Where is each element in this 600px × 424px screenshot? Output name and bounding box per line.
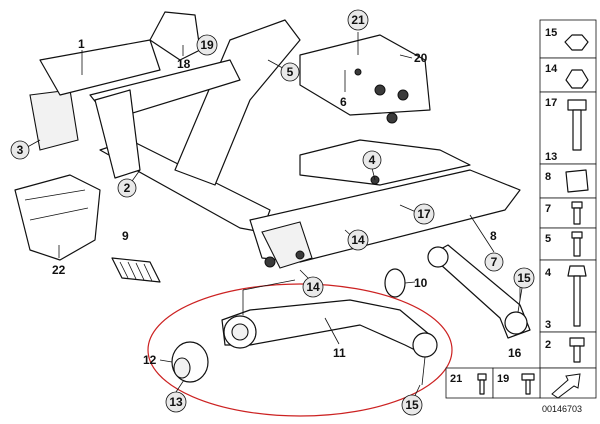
panel-label-7: 7 [545, 203, 551, 215]
callout-5-bubble [280, 62, 300, 82]
callout-21-bubble [347, 9, 369, 31]
callout-4: 4 [369, 153, 376, 167]
callout-19-bubble [196, 34, 218, 56]
callout-3: 3 [17, 143, 24, 157]
callout-22: 22 [52, 263, 66, 277]
fastener-panel: 15 14 17 13 8 7 5 4 3 2 [539, 19, 597, 399]
bottom-label-21: 21 [450, 373, 462, 385]
callout-15b: 15 [405, 398, 419, 412]
callout-5: 5 [287, 65, 294, 79]
underbody-shield [299, 34, 431, 124]
panel-label-14: 14 [545, 63, 558, 75]
panel-label-8: 8 [545, 171, 551, 183]
callout-11: 11 [333, 346, 346, 360]
panel-label-13: 13 [545, 151, 557, 163]
callout-13: 13 [169, 395, 183, 409]
callout-2-bubble [117, 178, 137, 198]
panel-label-17: 17 [545, 97, 557, 109]
callout-1: 1 [78, 37, 85, 51]
tension-strut [427, 244, 531, 339]
highlight-ring [147, 283, 453, 417]
callout-3-bubble [10, 140, 30, 160]
panel-cell-7 [539, 197, 597, 229]
bottom-fastener-panel: 21 19 [445, 367, 541, 399]
bracket-18 [149, 11, 201, 61]
callout-6: 6 [340, 95, 347, 109]
callouts: 1 2 3 4 5 6 7 8 9 10 11 12 13 14 14 15 1… [10, 9, 535, 416]
panel-label-2: 2 [545, 339, 551, 351]
panel-cell-4-3 [539, 259, 597, 333]
callout-20: 20 [414, 51, 428, 65]
callout-8: 8 [490, 229, 497, 243]
front-axle-carrier [29, 19, 521, 269]
panel-label-5: 5 [545, 233, 551, 245]
control-arm-11 [221, 299, 438, 386]
grille-plate-9 [111, 257, 161, 283]
panel-label-4: 4 [545, 267, 552, 279]
heat-shield-22 [14, 174, 101, 261]
callout-13-bubble [165, 391, 187, 413]
callout-14a: 14 [306, 280, 320, 294]
callout-14a-bubble [302, 276, 324, 298]
callout-14b: 14 [351, 233, 365, 247]
bottom-cell-19 [492, 367, 541, 399]
callout-19: 19 [200, 38, 214, 52]
callout-16: 16 [508, 346, 522, 360]
panel-label-3: 3 [545, 319, 551, 331]
diagram-reference: 00146703 [542, 404, 582, 414]
bush-12 [171, 341, 209, 383]
bottom-cell-21 [445, 367, 494, 399]
panel-label-15: 15 [545, 27, 557, 39]
callout-18: 18 [177, 57, 191, 71]
callout-15a: 15 [517, 271, 531, 285]
callout-2: 2 [124, 181, 131, 195]
callout-7-bubble [484, 252, 504, 272]
panel-cell-5 [539, 227, 597, 261]
callout-4-bubble [362, 150, 382, 170]
callout-12: 12 [143, 353, 157, 367]
callout-21: 21 [351, 13, 365, 27]
callout-14b-bubble [347, 229, 369, 251]
callout-9: 9 [122, 229, 129, 243]
rubber-mount-10 [384, 268, 406, 298]
panel-cell-14 [539, 57, 597, 93]
bottom-label-19: 19 [497, 373, 509, 385]
arrow-icon [551, 373, 581, 399]
callout-7: 7 [491, 255, 498, 269]
callout-10: 10 [414, 276, 428, 290]
callout-15a-bubble [513, 267, 535, 289]
callout-17-bubble [413, 203, 435, 225]
callout-17: 17 [417, 207, 431, 221]
callout-15b-bubble [401, 394, 423, 416]
